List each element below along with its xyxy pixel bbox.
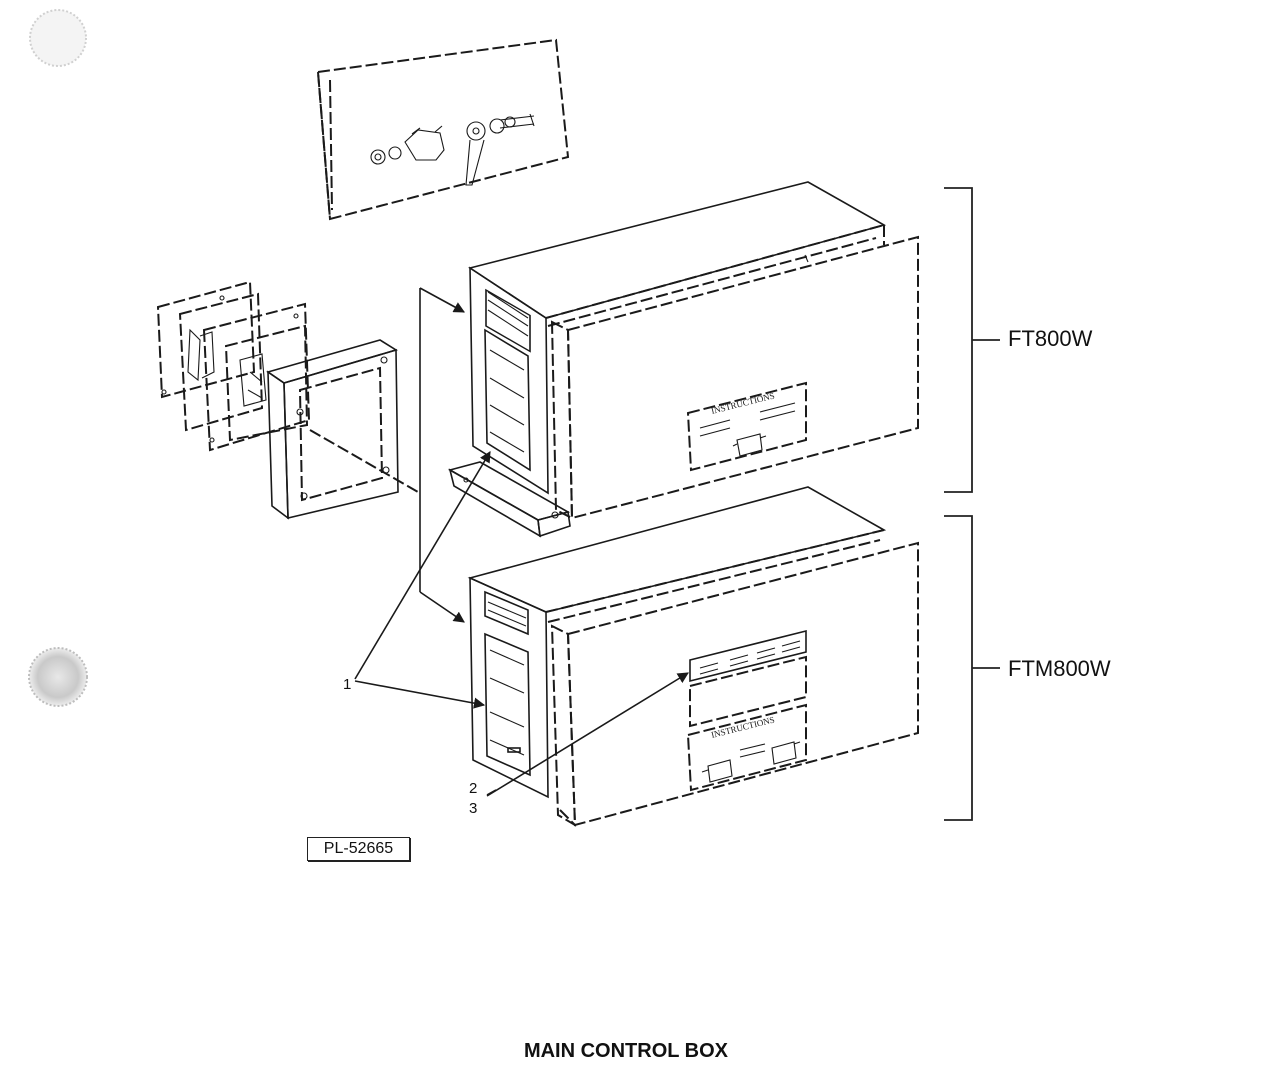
- rear-panel: [316, 38, 570, 221]
- callout-leaders: [354, 451, 689, 797]
- ftm800w-bracket: [944, 515, 1000, 821]
- callout-1: 1: [343, 676, 352, 693]
- diagram-title: MAIN CONTROL BOX: [523, 1040, 729, 1062]
- mounting-frame-assembly: [156, 280, 399, 520]
- ft800w-instructions-label: INSTRUCTIONS: [710, 391, 776, 416]
- binder-hole-top: [29, 9, 87, 67]
- callout-2: 2: [469, 780, 478, 797]
- assembly-centerlines: [309, 287, 465, 623]
- ft800w-bracket: [944, 187, 1000, 493]
- model-label-ftm800w: FTM800W: [1008, 656, 1111, 681]
- part-number-box: PL-52665: [307, 837, 410, 861]
- ftm800w-control-box: INSTRUCTIONS: [467, 486, 919, 827]
- ft800w-control-box: INSTRUCTIONS: [447, 181, 919, 538]
- binder-hole-middle: [28, 647, 88, 707]
- model-label-ft800w: FT800W: [1008, 326, 1093, 351]
- callout-3: 3: [469, 800, 478, 817]
